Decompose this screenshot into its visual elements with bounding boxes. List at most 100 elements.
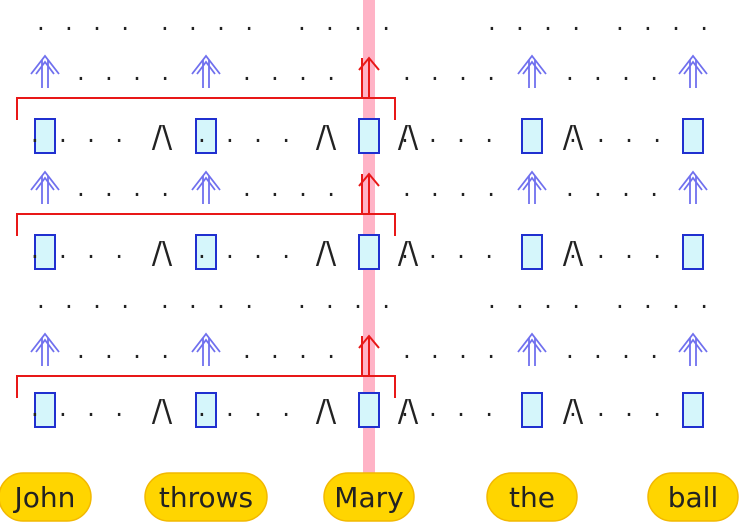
dots-row-0-1: . . . . [159,11,257,35]
and-symbol-2-2: /\ [398,394,419,429]
dots-row-1-3: . . . . [486,289,584,313]
arrow-head [30,332,60,353]
cell-box-1-4 [682,234,704,270]
attention-bracket-2 [16,336,396,398]
arrow-head [35,338,55,353]
up-arrow-2-3 [517,332,547,366]
token-label: throws [159,481,253,514]
arrow-head [678,332,708,353]
arrow-head [517,332,547,353]
and-symbol-1-2: /\ [398,236,419,271]
up-arrows-layer [30,54,708,366]
and-symbol-0-3: /\ [563,120,584,155]
up-arrow-1-1 [191,170,221,204]
token-ball: ball [647,472,739,522]
dots-row-1-0: . . . . [35,289,133,313]
up-arrow-0-0 [30,54,60,88]
token-pill [323,472,415,522]
cell-dots-2-0: . . . . [29,397,127,421]
token-pill [647,472,739,522]
and-symbol-0-0: /\ [152,120,173,155]
cell-dots-0-0: . . . . [29,123,127,147]
up-row-dots-1-0: . . . . [75,177,173,201]
token-label: the [509,481,555,514]
cell-box-1-2 [358,234,380,270]
cell-box-2-1 [195,392,217,428]
up-row-dots-2-3: . . . . [564,339,662,363]
cell-dots-0-3: . . . . [567,123,665,147]
arrow-head [683,176,703,191]
token-label: Mary [334,481,403,514]
token-pill [0,472,92,522]
arrow-head [683,60,703,75]
up-arrow-2-4 [678,332,708,366]
up-row-dots-0-2: . . . . [401,61,499,85]
up-arrow-1-3 [517,170,547,204]
dots-row-0-3: . . . . [486,11,584,35]
arrow-head [35,60,55,75]
up-row-dots-1-3: . . . . [564,177,662,201]
and-symbol-0-2: /\ [398,120,419,155]
dots-row-1-4: . . . . [614,289,712,313]
dots-layer: . . . . . . . . . . . . . . . . . . . . . . .… [35,11,712,363]
token-john: John [0,472,92,522]
token-mary: Mary [323,472,415,522]
arrow-head [191,332,221,353]
arrow-head [30,54,60,75]
attention-bracket-1 [16,174,396,236]
arrow-head [196,338,216,353]
up-row-dots-2-1: . . . . [241,339,339,363]
cell-box-1-3 [521,234,543,270]
up-arrow-1-4 [678,170,708,204]
dots-row-0-4: . . . . [614,11,712,35]
arrow-head [517,170,547,191]
token-pill [486,472,578,522]
attention-bracket-line [16,97,396,120]
arrow-head [191,170,221,191]
up-row-dots-0-3: . . . . [564,61,662,85]
token-the: the [486,472,578,522]
attention-bracket-line [16,213,396,236]
up-arrow-2-0 [30,332,60,366]
cell-dots-0-2: . . . . [399,123,497,147]
dots-row-0-0: . . . . [35,11,133,35]
up-row-dots-1-2: . . . . [401,177,499,201]
and-symbol-0-1: /\ [316,120,337,155]
cell-dots-2-1: . . . . [196,397,294,421]
and-symbol-2-1: /\ [316,394,337,429]
token-label: ball [668,481,719,514]
and-symbol-2-3: /\ [563,394,584,429]
up-row-dots-2-0: . . . . [75,339,173,363]
cell-box-0-1 [195,118,217,154]
attention-layer [16,56,396,398]
cell-dots-1-3: . . . . [567,239,665,263]
token-pill [144,472,268,522]
up-arrow-2-1 [191,332,221,366]
cell-box-0-0 [34,118,56,154]
arrow-head [196,60,216,75]
arrow-head [517,54,547,75]
up-row-dots-2-2: . . . . [401,339,499,363]
cell-box-0-3 [521,118,543,154]
arrow-head [35,176,55,191]
cell-dots-1-0: . . . . [29,239,127,263]
tokens-layer: John throws Mary the ball [0,472,739,522]
token-label: John [13,481,76,514]
arrow-head [678,54,708,75]
up-arrow-0-3 [517,54,547,88]
cell-box-2-3 [521,392,543,428]
and-symbol-2-0: /\ [152,394,173,429]
arrow-head [191,54,221,75]
cell-box-2-4 [682,392,704,428]
arrow-head [30,170,60,191]
cell-box-1-1 [195,234,217,270]
cell-dots-1-1: . . . . [196,239,294,263]
cell-dots-1-2: . . . . [399,239,497,263]
cell-box-0-4 [682,118,704,154]
cells-layer: . . . ./\. . . ./\. . . ./\. . . ./\. . … [29,118,704,429]
cell-box-0-2 [358,118,380,154]
up-arrow-0-1 [191,54,221,88]
up-row-dots-0-1: . . . . [241,61,339,85]
attention-bracket-0 [16,58,396,120]
